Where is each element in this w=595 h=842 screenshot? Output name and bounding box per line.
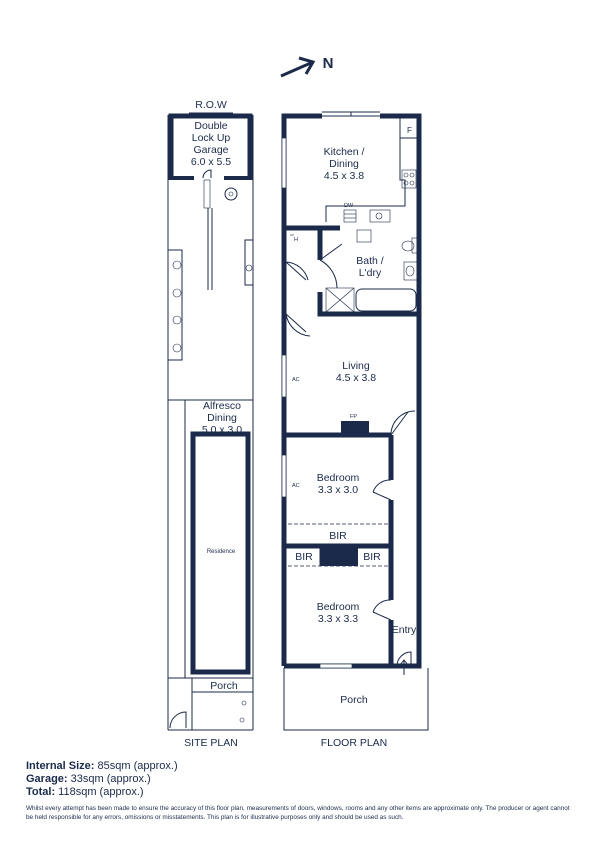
floor-plan [281,111,429,731]
bedroom2-name: Bedroom [317,601,360,613]
floor-plan-drawing: N R.O.W [167,55,429,749]
floor-plan-title: FLOOR PLAN [321,737,388,749]
bedroom1-size: 3.3 x 3.0 [318,484,358,496]
garage-size-summary: Garage: 33sqm (approx.) [26,773,151,785]
north-label: N [323,55,334,72]
bir-main-label: BIR [329,530,347,542]
bath-name-line2: L'dry [359,267,382,279]
internal-size: Internal Size: 85sqm (approx.) [26,760,178,772]
kitchen-name-line2: Dining [329,158,359,170]
bir-left-label: BIR [295,551,313,563]
garage-size: 6.0 x 5.5 [191,156,231,168]
alfresco-name-line1: Alfresco [203,400,241,412]
entry-label: Entry [392,624,417,636]
residence-label: Residence [207,549,236,555]
site-plan [167,112,254,731]
fireplace-label: FP [350,414,357,420]
living-name: Living [342,360,370,372]
bedroom2-size: 3.3 x 3.3 [318,613,358,625]
ac-living-label: AC [292,377,300,383]
disclaimer: Whilst every attempt has been made to en… [26,805,570,821]
north-arrow-icon [280,56,316,78]
kitchen-name-line1: Kitchen / [324,146,365,158]
garage-name-line1: Double [194,120,227,132]
row-label: R.O.W [195,99,227,111]
bir-right-label: BIR [363,551,381,563]
floor-porch-label: Porch [340,694,368,706]
total-size: Total: 118sqm (approx.) [26,786,144,798]
ac-bedroom-label: AC [292,483,300,489]
kitchen-size: 4.5 x 3.8 [324,170,364,182]
site-porch-label: Porch [210,680,238,692]
garage-name-line3: Garage [193,144,228,156]
garage-name-line2: Lock Up [192,132,231,144]
bedroom1-name: Bedroom [317,472,360,484]
site-plan-title: SITE PLAN [184,737,238,749]
bath-name-line1: Bath / [356,255,384,267]
living-size: 4.5 x 3.8 [336,372,376,384]
alfresco-size: 5.0 x 3.0 [202,424,242,436]
heater-label: H [294,237,298,243]
dishwasher-label: DW [344,203,354,209]
alfresco-name-line2: Dining [207,412,237,424]
fridge-label: F [407,126,412,135]
